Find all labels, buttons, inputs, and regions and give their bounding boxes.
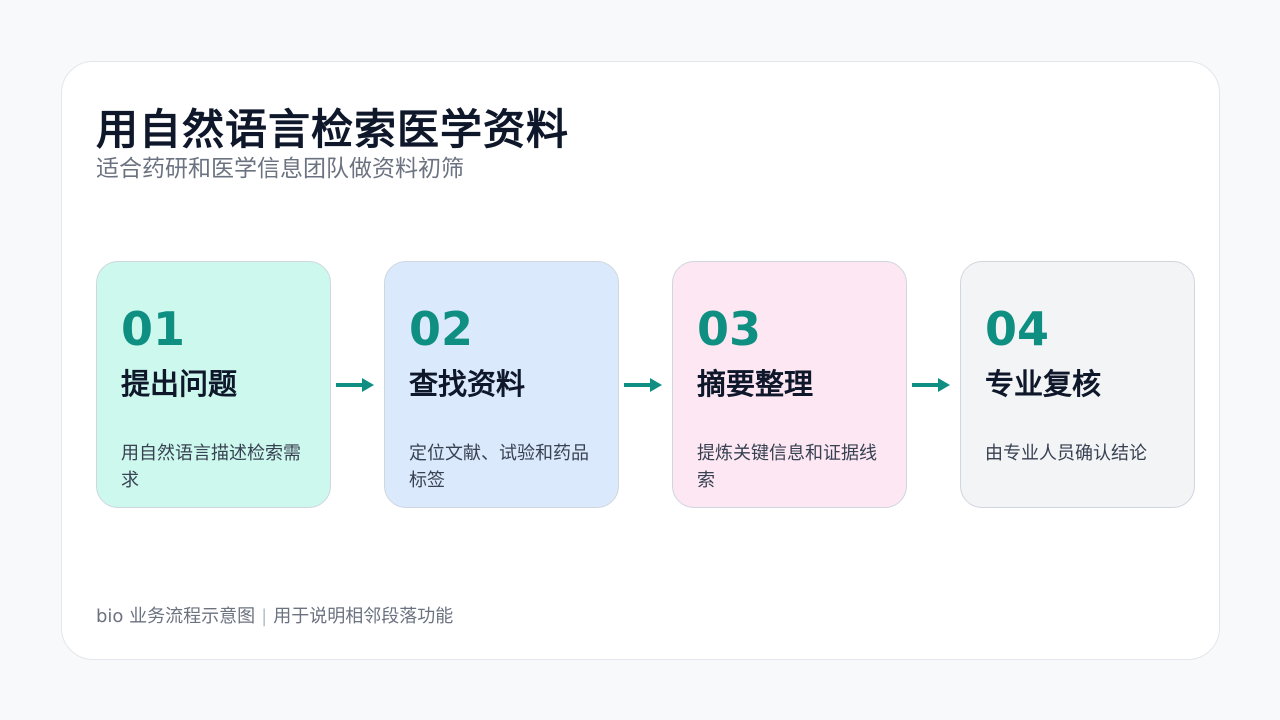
footer-note: 用于说明相邻段落功能 — [273, 606, 454, 627]
step-description: 定位文献、试验和药品标签 — [409, 443, 589, 491]
step-card-1: 01 提出问题 用自然语言描述检索需求 — [96, 261, 331, 508]
step-card-4: 04 专业复核 由专业人员确认结论 — [960, 261, 1195, 508]
footer-label: bio 业务流程示意图 — [96, 606, 256, 627]
step-title: 摘要整理 — [697, 367, 814, 401]
page-subtitle: 适合药研和医学信息团队做资料初筛 — [96, 156, 464, 182]
step-title: 提出问题 — [121, 367, 238, 401]
step-title: 专业复核 — [985, 367, 1102, 401]
footer-separator: | — [261, 606, 268, 627]
step-number: 03 — [697, 302, 762, 356]
arrow-right-icon — [624, 378, 662, 392]
page-title: 用自然语言检索医学资料 — [96, 105, 570, 154]
step-number: 02 — [409, 302, 474, 356]
step-description: 提炼关键信息和证据线索 — [697, 443, 877, 491]
arrow-right-icon — [336, 378, 374, 392]
step-title: 查找资料 — [409, 367, 526, 401]
footer-caption: bio 业务流程示意图|用于说明相邻段落功能 — [96, 604, 453, 630]
step-description: 由专业人员确认结论 — [985, 443, 1147, 464]
step-description: 用自然语言描述检索需求 — [121, 443, 301, 491]
step-card-2: 02 查找资料 定位文献、试验和药品标签 — [384, 261, 619, 508]
step-card-3: 03 摘要整理 提炼关键信息和证据线索 — [672, 261, 907, 508]
arrow-right-icon — [912, 378, 950, 392]
step-number: 04 — [985, 302, 1050, 356]
step-number: 01 — [121, 302, 186, 356]
